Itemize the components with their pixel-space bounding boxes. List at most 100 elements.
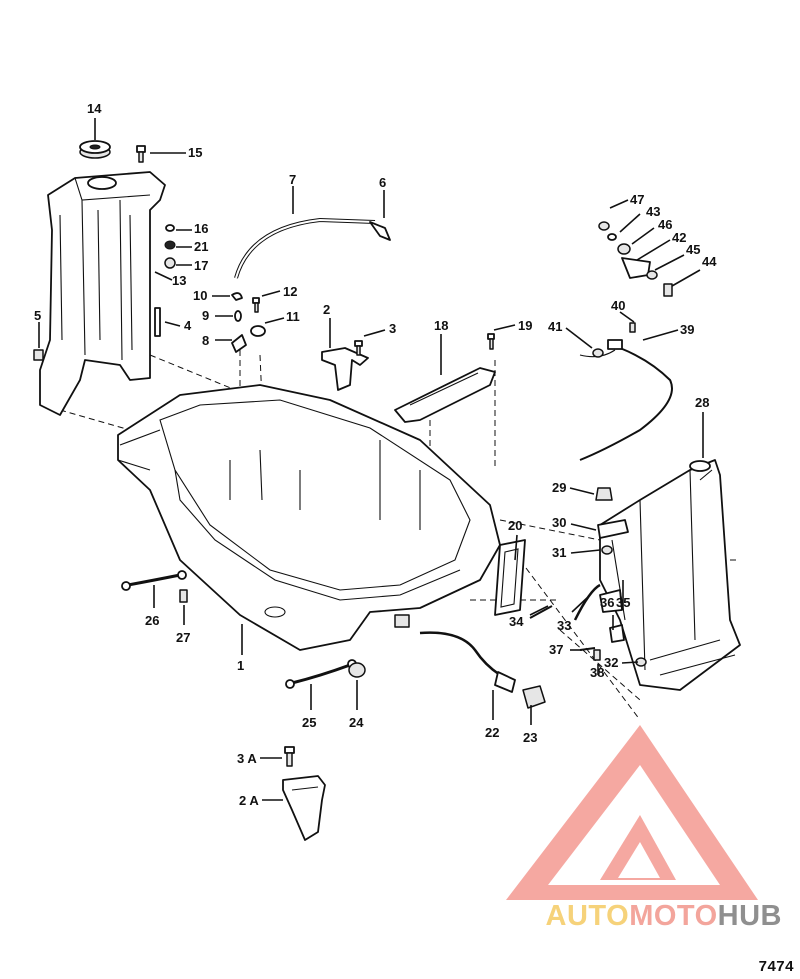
- callout-36: 36: [600, 595, 614, 610]
- spacer-9: [234, 310, 242, 322]
- callout-39: 39: [680, 322, 694, 337]
- nut-41: [592, 348, 604, 358]
- nut-21: [164, 240, 176, 250]
- nut-31: [601, 545, 613, 555]
- hardware-cluster: [598, 221, 673, 297]
- callout-37: 37: [549, 642, 563, 657]
- callout-16: 16: [194, 221, 208, 236]
- screw-3: [354, 340, 363, 356]
- nut-5: [33, 349, 44, 361]
- callout-1: 1: [237, 658, 244, 673]
- callout-9: 9: [202, 308, 209, 323]
- callout-7: 7: [289, 172, 296, 187]
- callout-32: 32: [604, 655, 618, 670]
- cowl-pan-1: [117, 384, 501, 651]
- cable-22: [419, 631, 516, 693]
- switch-35: [599, 589, 623, 613]
- callout-33: 33: [557, 618, 571, 633]
- callout-26: 26: [145, 613, 159, 628]
- callout-12: 12: [283, 284, 297, 299]
- callout-44: 44: [702, 254, 717, 269]
- screw-3a: [284, 746, 295, 767]
- cable-25: [285, 659, 357, 689]
- callout-17: 17: [194, 258, 208, 273]
- callout-13: 13: [172, 273, 186, 288]
- callout-19: 19: [518, 318, 532, 333]
- callout-labels: 1 2 2 A 3 3 A 4 5 6 7 8 9 10 11 12 13 14…: [34, 101, 717, 808]
- callout-6: 6: [379, 175, 386, 190]
- callout-42: 42: [672, 230, 686, 245]
- callout-45: 45: [686, 242, 700, 257]
- leader-lines: [38, 118, 704, 801]
- callout-38: 38: [590, 665, 604, 680]
- callout-10: 10: [193, 288, 207, 303]
- callout-35: 35: [616, 595, 630, 610]
- mount-29: [595, 487, 613, 501]
- callout-8: 8: [202, 333, 209, 348]
- callout-47: 47: [630, 192, 644, 207]
- callout-21: 21: [194, 239, 208, 254]
- screw-12: [252, 297, 260, 313]
- bracket-2: [321, 347, 369, 391]
- left-bracket-13: [39, 171, 166, 416]
- callout-31: 31: [552, 545, 566, 560]
- callout-20: 20: [508, 518, 522, 533]
- clip-36: [609, 624, 625, 643]
- callout-14: 14: [87, 101, 102, 116]
- callout-15: 15: [188, 145, 202, 160]
- callout-29: 29: [552, 480, 566, 495]
- stud-4: [154, 307, 161, 337]
- clip-8: [231, 334, 247, 353]
- gasket-20: [494, 539, 526, 616]
- watermark-logo: [506, 725, 758, 900]
- callout-43: 43: [646, 204, 660, 219]
- callout-5: 5: [34, 308, 41, 323]
- cable-26: [121, 570, 187, 591]
- clip-10: [231, 292, 243, 301]
- connector-6: [369, 221, 391, 241]
- callout-11: 11: [286, 309, 300, 324]
- washer-16: [165, 224, 175, 232]
- callout-2: 2: [323, 302, 330, 317]
- brand-hub: HUB: [717, 900, 782, 932]
- callout-34: 34: [509, 614, 524, 629]
- callout-2a: 2 A: [239, 793, 259, 808]
- callout-3: 3: [389, 321, 396, 336]
- callout-30: 30: [552, 515, 566, 530]
- brand-wordmark: AUTOMOTOHUB: [546, 900, 782, 933]
- callout-27: 27: [176, 630, 190, 645]
- bracket-2a: [282, 775, 326, 841]
- plate-18: [394, 367, 496, 423]
- grommet-14: [79, 140, 111, 159]
- right-bracket-28: [599, 459, 741, 691]
- pin-34: [529, 605, 553, 619]
- nut-17: [164, 257, 176, 269]
- screw-27: [179, 589, 188, 603]
- brand-auto: AUTO: [545, 900, 630, 932]
- cable-7: [234, 217, 376, 279]
- callout-23: 23: [523, 730, 537, 745]
- screw-40: [629, 322, 636, 333]
- clip-11: [250, 325, 266, 337]
- callout-41: 41: [548, 319, 562, 334]
- cable-33: [573, 583, 601, 621]
- callout-22: 22: [485, 725, 499, 740]
- callout-3a: 3 A: [237, 751, 257, 766]
- callout-4: 4: [184, 318, 192, 333]
- brand-moto: MOTO: [629, 900, 718, 932]
- grommet-24: [348, 662, 366, 678]
- fastener-15: [136, 145, 146, 163]
- callout-28: 28: [695, 395, 709, 410]
- screw-37: [579, 647, 596, 651]
- callout-18: 18: [434, 318, 448, 333]
- callout-24: 24: [349, 715, 364, 730]
- figure-number: 7474: [758, 958, 794, 975]
- cap-23: [522, 685, 546, 709]
- screw-38: [593, 649, 601, 661]
- callout-40: 40: [611, 298, 625, 313]
- callout-46: 46: [658, 217, 672, 232]
- callout-25: 25: [302, 715, 316, 730]
- harness-39: [579, 339, 673, 461]
- screw-19: [487, 333, 495, 350]
